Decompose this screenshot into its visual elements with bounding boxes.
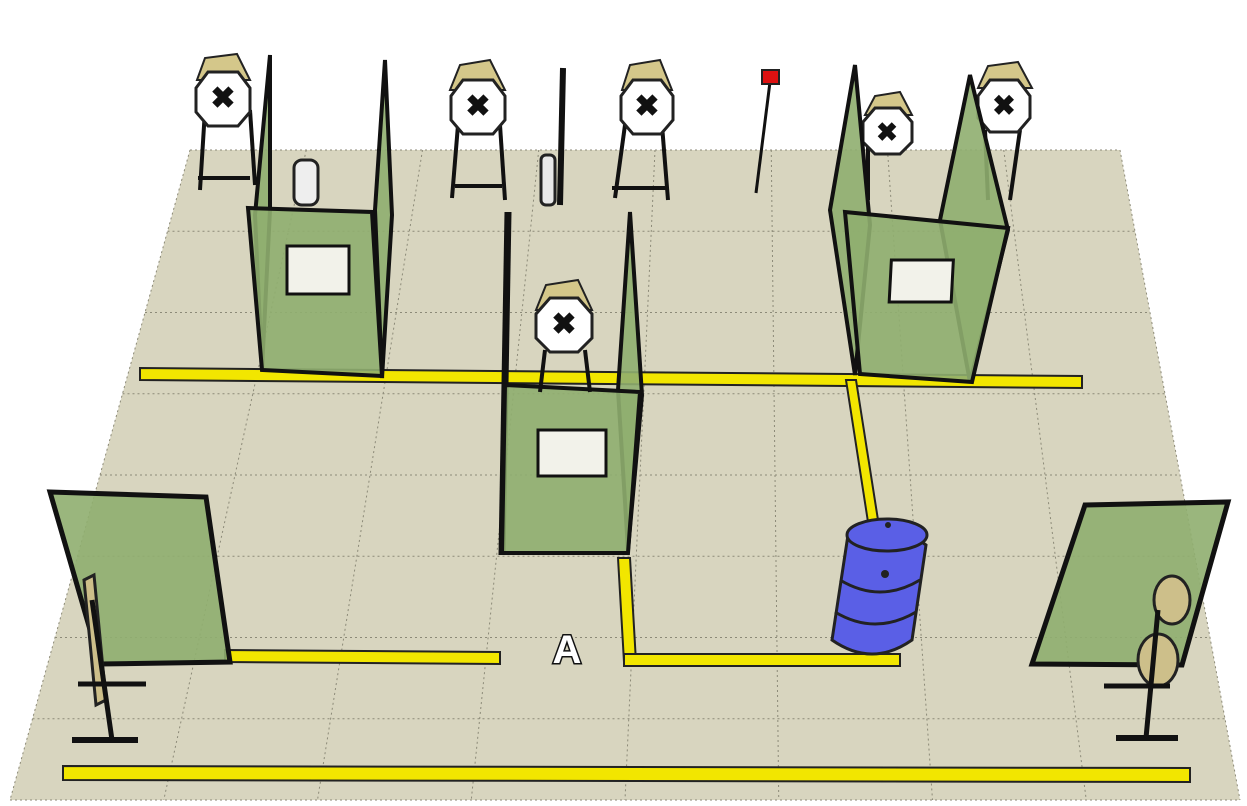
wall-port-window — [889, 260, 953, 302]
target-x-mark: ✖ — [992, 90, 1015, 121]
barrel-icon — [832, 519, 927, 654]
fault-line-front — [63, 766, 1190, 782]
target-x-mark: ✖ — [551, 308, 576, 341]
start-position-label: A — [553, 628, 582, 672]
target-x-mark: ✖ — [210, 82, 235, 115]
target-x-mark: ✖ — [465, 90, 490, 123]
wall-port-window — [538, 430, 606, 476]
steel-popper-behind-wall — [294, 160, 318, 205]
popper-icon — [1138, 634, 1178, 686]
wall-port-window — [287, 246, 349, 294]
target-x-mark: ✖ — [876, 117, 898, 147]
target-x-mark: ✖ — [634, 90, 659, 123]
